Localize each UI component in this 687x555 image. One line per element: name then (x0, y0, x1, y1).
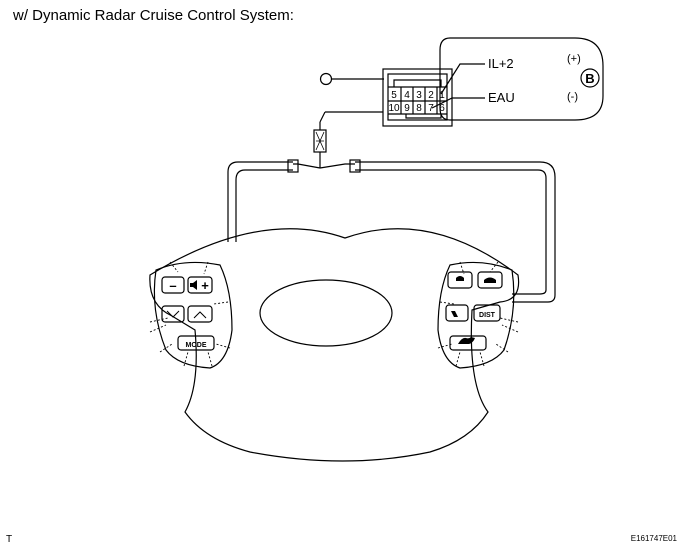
meter-symbol (580, 68, 600, 88)
volume-button (187, 276, 213, 294)
minus-label: – (169, 278, 176, 293)
figure-id: E161747E01 (630, 534, 677, 543)
steering-pad (149, 228, 520, 462)
chevron-up-icon (193, 311, 207, 319)
plus-label: + (201, 278, 209, 293)
mode-button (177, 335, 215, 351)
footer-left-mark: T (6, 534, 13, 545)
label-il2: IL+2 (488, 56, 514, 71)
meter-box (439, 37, 604, 121)
hangup-icon (484, 277, 496, 283)
label-eau: EAU (488, 90, 515, 105)
dist-label: DIST (479, 312, 496, 319)
up-button (187, 305, 213, 323)
speaker-icon (190, 280, 197, 290)
label-plus: (+) (567, 53, 581, 65)
label-meter: B (585, 71, 594, 86)
phone-button (447, 271, 473, 289)
diagram-caption: w/ Dynamic Radar Cruise Control System: (13, 7, 294, 24)
chevron-down-icon (166, 310, 180, 318)
down-button (161, 305, 185, 323)
label-minus: (-) (567, 91, 578, 103)
mode-label: MODE (186, 342, 207, 349)
pin-10: 10 (388, 103, 400, 114)
voice-button (445, 304, 469, 322)
phone-icon (456, 276, 464, 281)
pin-2: 2 (428, 90, 434, 101)
emblem (259, 279, 393, 347)
pin-1: 1 (439, 90, 445, 101)
pin-8: 8 (416, 103, 422, 114)
pin-7: 7 (428, 103, 434, 114)
pin-9: 9 (404, 103, 410, 114)
pin-3: 3 (416, 90, 422, 101)
pin-6: 6 (439, 103, 445, 114)
pin-4: 4 (404, 90, 410, 101)
dist-button (473, 304, 501, 322)
ring-terminal (319, 72, 333, 86)
minus-button (161, 276, 185, 294)
voice-icon (451, 310, 460, 317)
pin-5: 5 (391, 90, 397, 101)
cruise-button (449, 335, 487, 351)
cruise-icon (458, 337, 475, 344)
right-switch-housing (437, 261, 515, 369)
left-switch-housing (153, 261, 233, 369)
